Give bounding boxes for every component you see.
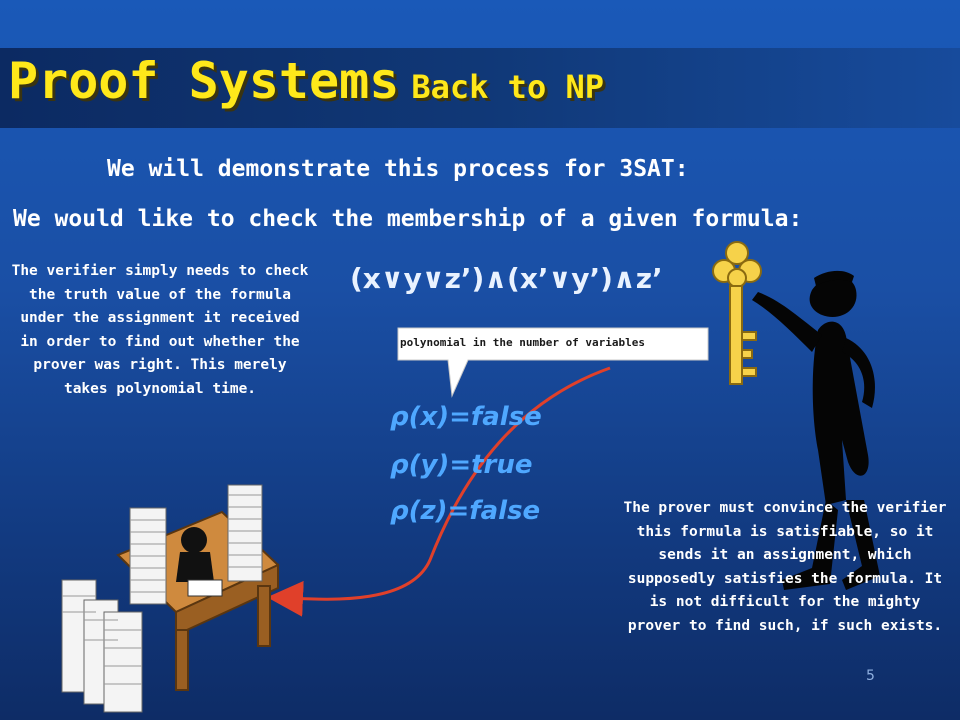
formula: (x∨y∨z’)∧(x’∨y’)∧z’	[350, 262, 663, 295]
golden-key-icon	[712, 241, 762, 385]
assignment-arrow	[267, 366, 611, 617]
prover-stick-figure-icon	[752, 270, 880, 590]
demonstrate-line: We will demonstrate this process for 3SA…	[107, 156, 689, 182]
title-bar	[0, 48, 960, 128]
title-main: Proof Systems	[8, 52, 400, 110]
desk-clerk-icon	[61, 484, 280, 713]
callout-text: polynomial in the number of variables	[400, 336, 646, 349]
prover-description: The prover must convince the verifier th…	[623, 500, 947, 634]
membership-line: We would like to check the membership of…	[13, 206, 803, 232]
assignment-y: ρ(y)=true	[390, 450, 533, 480]
verifier-description: The verifier simply needs to check the t…	[11, 263, 309, 397]
title-sub: Back to NP	[411, 68, 604, 106]
assignment-x: ρ(x)=false	[390, 402, 542, 432]
slide-title: Proof Systems Back to NP	[8, 52, 604, 110]
slide-number: 5	[866, 668, 875, 684]
callout-bubble	[397, 327, 709, 398]
assignment-z: ρ(z)=false	[390, 496, 541, 526]
